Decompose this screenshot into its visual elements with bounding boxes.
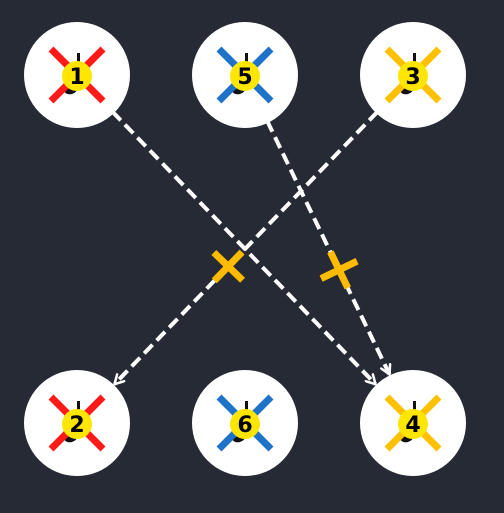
node-number: 6 — [237, 413, 252, 438]
number-badge — [230, 61, 260, 91]
edge-line — [113, 110, 380, 386]
node-number: 2 — [69, 413, 84, 438]
node-number: 3 — [405, 65, 420, 90]
number-badge — [62, 409, 92, 439]
node-number: 1 — [69, 65, 84, 90]
edges-layer — [110, 110, 389, 386]
edge-5-4[interactable] — [265, 120, 389, 374]
edge-cross-mark-icon — [319, 250, 359, 290]
node-3[interactable]: 3 — [360, 22, 466, 128]
node-number: 5 — [237, 65, 252, 90]
node-number: 4 — [405, 413, 420, 438]
node-2[interactable]: 2 — [24, 370, 130, 476]
edge-line — [265, 120, 389, 374]
number-badge — [230, 409, 260, 439]
edge-cross-mark-icon — [211, 249, 246, 284]
node-5[interactable]: 5 — [192, 22, 298, 128]
nodes-layer: 1 5 3 2 6 4 — [24, 22, 466, 476]
number-badge — [398, 409, 428, 439]
node-4[interactable]: 4 — [360, 370, 466, 476]
node-6[interactable]: 6 — [192, 370, 298, 476]
node-1[interactable]: 1 — [24, 22, 130, 128]
edge-3-2[interactable] — [113, 110, 380, 386]
number-badge — [398, 61, 428, 91]
number-badge — [62, 61, 92, 91]
